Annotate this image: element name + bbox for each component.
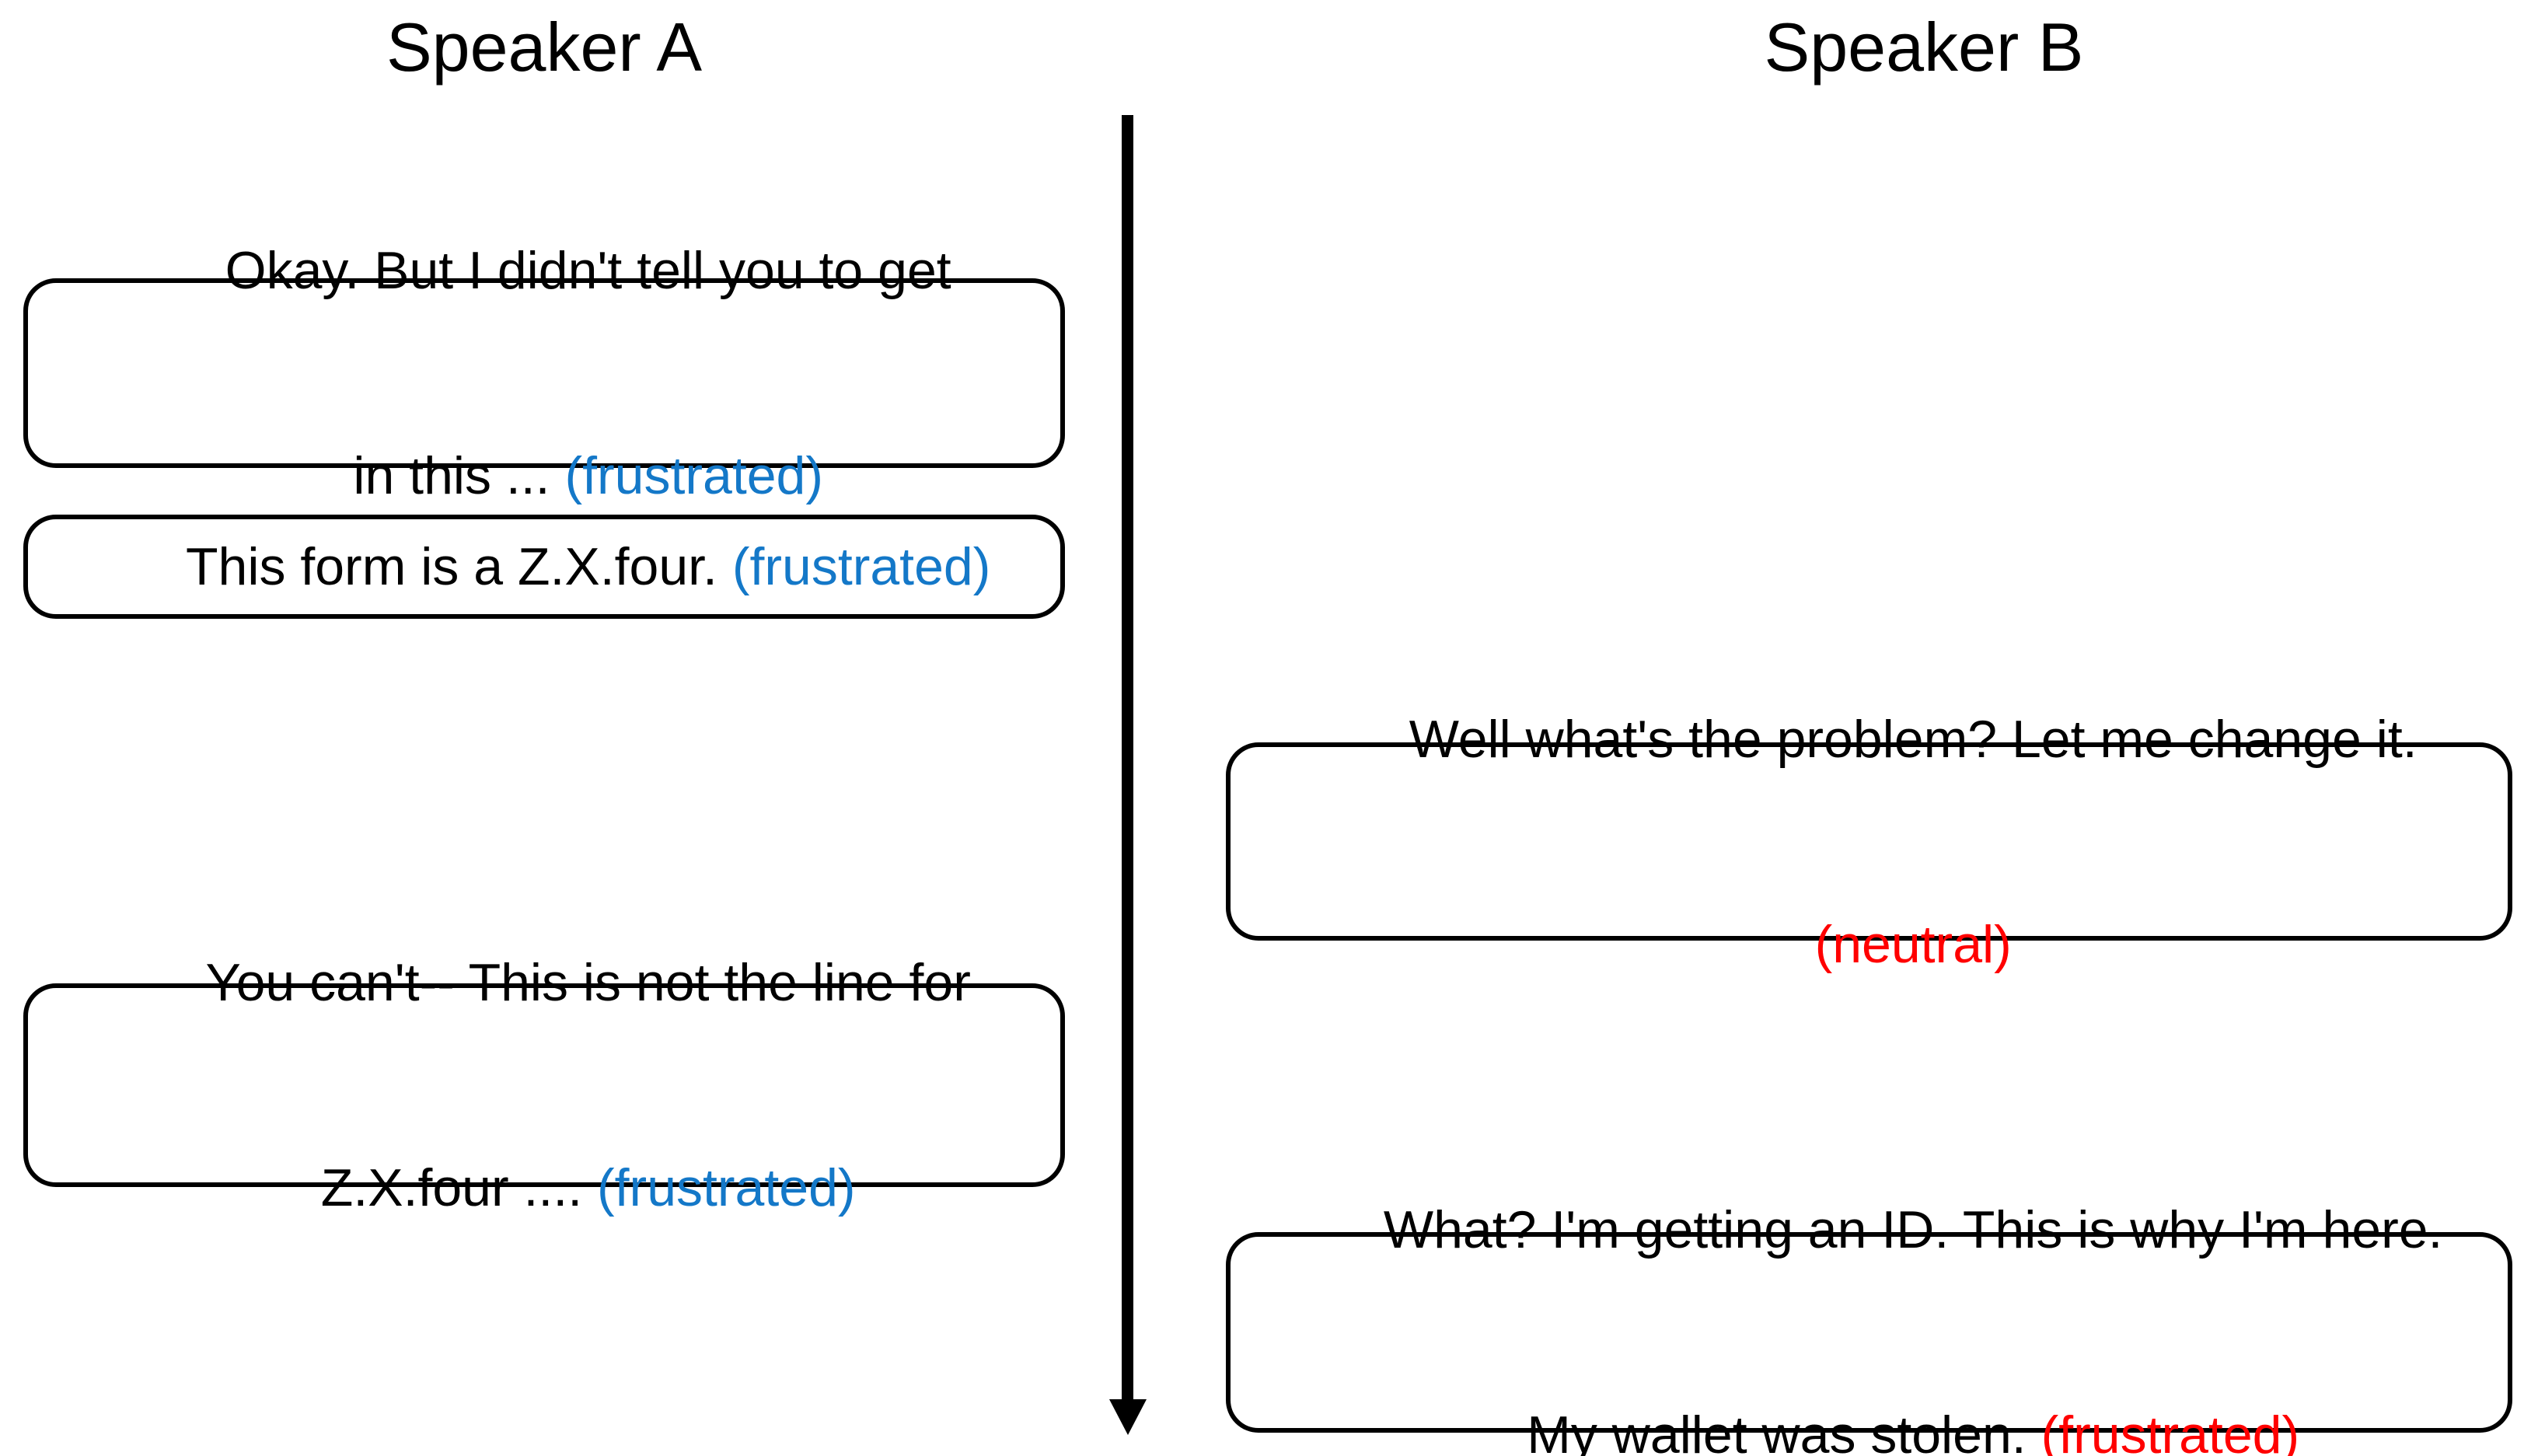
speech-bubble-a2: This form is a Z.X.four. (frustrated) [23, 515, 1065, 619]
speech-bubble-b2: What? I'm getting an ID. This is why I'm… [1226, 1200, 2512, 1456]
emotion-label: (frustrated) [597, 1158, 856, 1217]
timeline-arrow-shaft [1122, 115, 1133, 1401]
speech-bubble-a3: You can't-- This is not the line for Z.X… [23, 953, 1065, 1217]
utterance-text: What? I'm getting an ID. This is why I'm… [1383, 1200, 2443, 1259]
utterance-text: Okay. But I didn't tell you to get [225, 241, 951, 300]
speech-bubble-b1: Well what's the problem? Let me change i… [1226, 710, 2512, 974]
utterance-text: in this ... (frustrated) [353, 446, 823, 505]
speech-bubble-a1: Okay. But I didn't tell you to get in th… [23, 241, 1065, 505]
speaker-b-header: Speaker B [1764, 9, 2084, 86]
emotion-label: (frustrated) [564, 446, 823, 505]
speaker-a-header: Speaker A [386, 9, 703, 86]
utterance-text: Well what's the problem? Let me change i… [1409, 709, 2418, 769]
emotion-label: (frustrated) [731, 537, 991, 596]
utterance-text: Z.X.four .... (frustrated) [320, 1158, 856, 1217]
utterance-text: (neutral) [1726, 842, 2012, 1047]
emotion-label: (neutral) [1814, 914, 2012, 974]
utterance-text: This form is a Z.X.four. (frustrated) [185, 537, 991, 596]
utterance-text: My wallet was stolen. (frustrated) [1439, 1332, 2299, 1456]
emotion-label: (frustrated) [2041, 1405, 2300, 1456]
utterance-text: You can't-- This is not the line for [205, 953, 971, 1012]
timeline-down-arrow-icon [1109, 1399, 1147, 1435]
